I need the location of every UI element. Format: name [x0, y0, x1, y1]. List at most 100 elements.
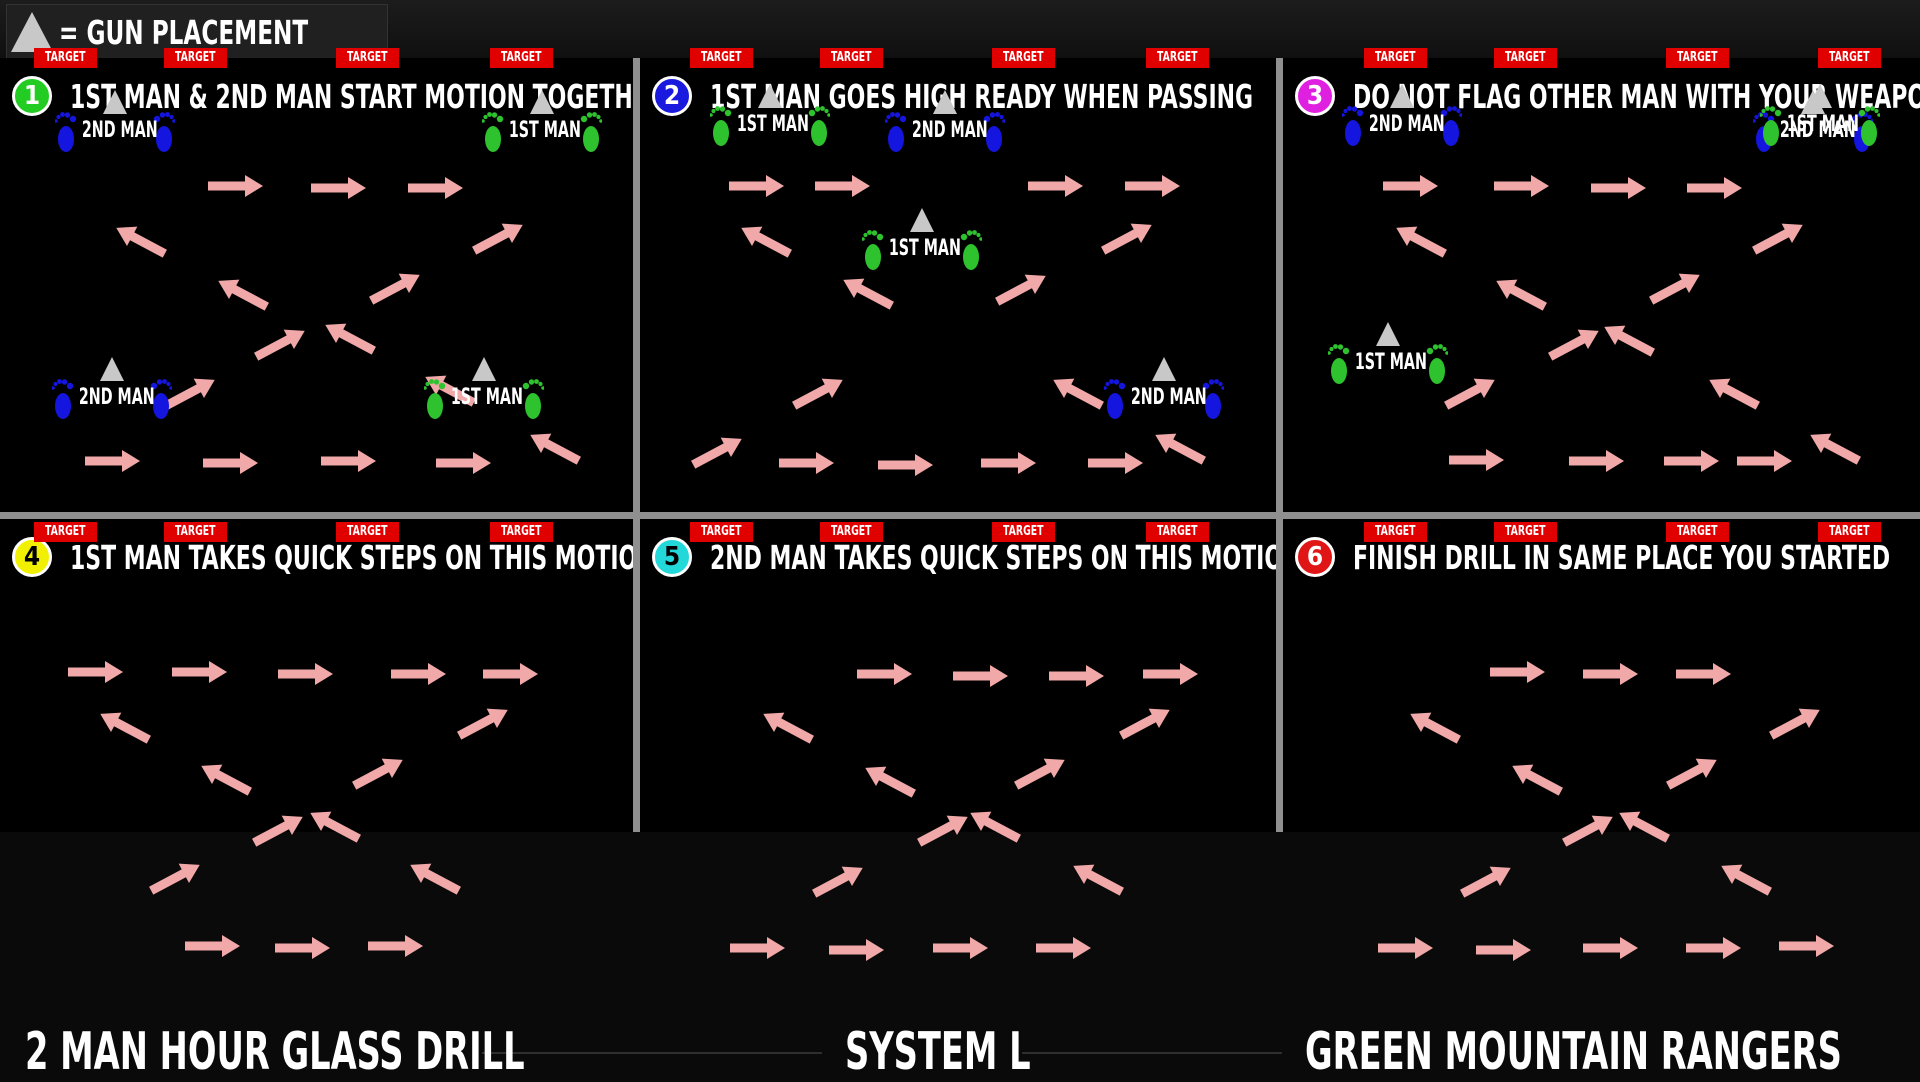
shooter-label: 1ST MAN — [736, 112, 809, 137]
gun-placement-icon — [530, 90, 554, 114]
left-footprint-icon — [884, 110, 907, 154]
target-label: TARGET — [164, 48, 227, 68]
first-man-marker: 1ST MAN — [1759, 84, 1881, 164]
footer-rule-right — [1022, 1052, 1282, 1054]
shooter-label: 2ND MAN — [78, 385, 155, 410]
target-label: TARGET — [992, 522, 1055, 542]
step-instruction: 1ST MAN TAKES QUICK STEPS ON THIS MOTION — [70, 537, 633, 577]
legend: = GUN PLACEMENT — [6, 4, 388, 60]
step-number-badge: 2 — [652, 76, 692, 116]
shooter-label: 1ST MAN — [1786, 112, 1859, 137]
drill-panel-6: 6 FINISH DRILL IN SAME PLACE YOU STARTED — [1283, 519, 1920, 832]
shooter-label: 2ND MAN — [81, 118, 158, 143]
left-footprint-icon — [709, 104, 732, 148]
target-label: TARGET — [690, 48, 753, 68]
step-number-badge: 5 — [652, 537, 692, 577]
footer-rule-left — [482, 1052, 822, 1054]
shooter-label: 2ND MAN — [1779, 118, 1856, 143]
shooter-label: 2ND MAN — [1130, 385, 1207, 410]
right-footprint-icon — [960, 228, 983, 272]
target-label: TARGET — [1666, 522, 1729, 542]
right-footprint-icon — [1426, 342, 1449, 386]
target-label: TARGET — [820, 522, 883, 542]
left-footprint-icon — [423, 377, 446, 421]
target-label: TARGET — [1666, 48, 1729, 68]
gun-placement-icon — [758, 84, 782, 108]
gun-placement-icon — [100, 357, 124, 381]
right-footprint-icon — [983, 110, 1006, 154]
target-label: TARGET — [992, 48, 1055, 68]
target-label: TARGET — [490, 522, 553, 542]
target-label: TARGET — [1364, 522, 1427, 542]
left-footprint-icon — [1341, 104, 1364, 148]
second-man-marker: 2ND MAN — [1341, 84, 1463, 164]
right-footprint-icon — [153, 110, 176, 154]
gun-placement-icon — [103, 90, 127, 114]
step-header: 2 1ST MAN GOES HIGH READY WHEN PASSING — [652, 76, 1276, 116]
left-footprint-icon — [1759, 104, 1782, 148]
target-label: TARGET — [490, 48, 553, 68]
first-man-marker: 1ST MAN — [861, 208, 983, 288]
left-footprint-icon — [861, 228, 884, 272]
footer-unit: GREEN MOUNTAIN RANGERS — [1305, 1022, 1842, 1082]
left-footprint-icon — [1103, 377, 1126, 421]
gun-placement-icon — [1808, 84, 1832, 108]
target-label: TARGET — [34, 48, 97, 68]
right-footprint-icon — [1440, 104, 1463, 148]
gun-placement-icon — [472, 357, 496, 381]
gun-placement-icon — [1152, 357, 1176, 381]
target-label: TARGET — [1146, 48, 1209, 68]
step-number-badge: 6 — [1295, 537, 1335, 577]
shooter-label: 1ST MAN — [508, 118, 581, 143]
left-footprint-icon — [54, 110, 77, 154]
drill-panel-5: 5 2ND MAN TAKES QUICK STEPS ON THIS MOTIO… — [640, 519, 1276, 832]
second-man-marker: 2ND MAN — [54, 90, 176, 170]
vertical-divider-1 — [633, 58, 640, 832]
target-label: TARGET — [1146, 522, 1209, 542]
first-man-marker: 1ST MAN — [1327, 322, 1449, 402]
target-label: TARGET — [336, 522, 399, 542]
target-label: TARGET — [164, 522, 227, 542]
left-footprint-icon — [481, 110, 504, 154]
right-footprint-icon — [522, 377, 545, 421]
footer-system: SYSTEM L — [845, 1022, 1031, 1082]
step-header: 6 FINISH DRILL IN SAME PLACE YOU STARTED — [1295, 537, 1920, 577]
footer-drill-name: 2 MAN HOUR GLASS DRILL — [25, 1022, 525, 1082]
step-number-badge: 1 — [12, 76, 52, 116]
shooter-label: 1ST MAN — [888, 236, 961, 261]
shooter-label: 1ST MAN — [1354, 350, 1427, 375]
target-label: TARGET — [1494, 48, 1557, 68]
right-footprint-icon — [808, 104, 831, 148]
right-footprint-icon — [150, 377, 173, 421]
step-instruction: FINISH DRILL IN SAME PLACE YOU STARTED — [1353, 537, 1891, 577]
right-footprint-icon — [580, 110, 603, 154]
shooter-label: 2ND MAN — [911, 118, 988, 143]
second-man-marker: 2ND MAN — [884, 90, 1006, 170]
target-label: TARGET — [34, 522, 97, 542]
target-label: TARGET — [1364, 48, 1427, 68]
step-header: 5 2ND MAN TAKES QUICK STEPS ON THIS MOTIO… — [652, 537, 1276, 577]
first-man-marker: 1ST MAN — [481, 90, 603, 170]
vertical-divider-2 — [1276, 58, 1283, 832]
step-number-badge: 3 — [1295, 76, 1335, 116]
left-footprint-icon — [51, 377, 74, 421]
gun-placement-icon — [910, 208, 934, 232]
target-label: TARGET — [690, 522, 753, 542]
first-man-marker: 1ST MAN — [423, 357, 545, 437]
second-man-marker: 2ND MAN — [51, 357, 173, 437]
right-footprint-icon — [1202, 377, 1225, 421]
target-label: TARGET — [820, 48, 883, 68]
gun-placement-icon — [1376, 322, 1400, 346]
target-label: TARGET — [336, 48, 399, 68]
target-label: TARGET — [1494, 522, 1557, 542]
gun-placement-icon — [933, 90, 957, 114]
step-instruction: 2ND MAN TAKES QUICK STEPS ON THIS MOTION — [710, 537, 1276, 577]
gun-placement-icon — [1390, 84, 1414, 108]
legend-text: = GUN PLACEMENT — [59, 12, 309, 52]
step-instruction: 1ST MAN GOES HIGH READY WHEN PASSING — [710, 76, 1254, 116]
target-label: TARGET — [1818, 522, 1881, 542]
left-footprint-icon — [1327, 342, 1350, 386]
